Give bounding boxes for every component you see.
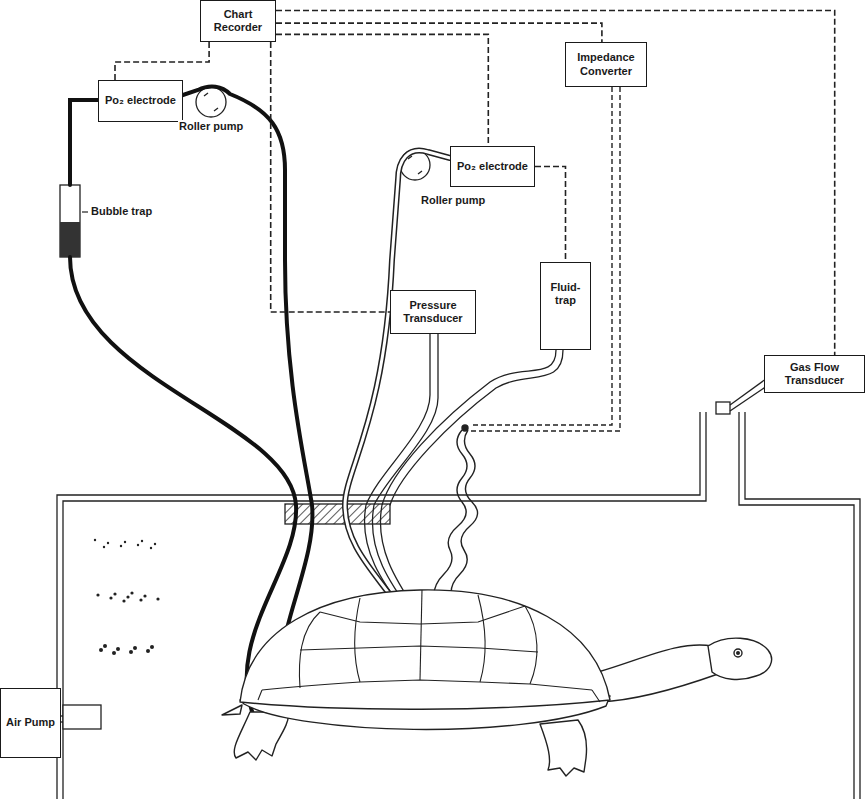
air-bubble — [96, 593, 99, 596]
turtle-shell — [240, 590, 610, 709]
air-bubble — [133, 646, 137, 650]
transducer-box: Gas Flow Transducer — [764, 355, 865, 393]
pump-box: Air Pump — [0, 688, 61, 758]
trap-box: Fluid-trap — [540, 262, 591, 350]
bubble-trap — [60, 185, 88, 257]
recorder-box: Chart Recorder — [200, 0, 276, 42]
node-label: Impedance Converter — [566, 51, 646, 77]
electrode-box: Po₂ electrode — [450, 146, 535, 187]
air-bubble — [150, 645, 154, 649]
turtle-front-leg — [540, 720, 587, 776]
air-bubble — [141, 540, 143, 542]
air-bubble — [112, 651, 116, 655]
signal-wire — [115, 42, 209, 80]
air-bubble — [137, 544, 139, 546]
turtle-hind-leg — [234, 712, 288, 760]
node-label: Pressure Transducer — [391, 299, 475, 325]
turtle-neck — [598, 645, 718, 702]
air-bubble — [107, 542, 109, 544]
converter-box: Impedance Converter — [565, 42, 647, 87]
air-bubble — [156, 597, 159, 600]
water-tank — [57, 412, 860, 799]
air-bubble — [124, 541, 126, 543]
signal-wire — [276, 34, 488, 146]
air-bubble — [122, 599, 125, 602]
part-label: Roller pump — [420, 194, 486, 207]
signal-wire — [535, 167, 566, 263]
node-label: Air Pump — [3, 716, 58, 729]
air-bubble — [116, 647, 120, 651]
node-label: Chart Recorder — [201, 8, 275, 34]
air-bubble — [99, 648, 103, 652]
transducer-box: Pressure Transducer — [390, 290, 476, 334]
air-bubble — [109, 596, 112, 599]
air-bubble — [126, 595, 129, 598]
node-label: Po₂ electrode — [454, 160, 531, 173]
air-bubble — [129, 650, 133, 654]
air-bubble — [120, 545, 122, 547]
turtle-head — [708, 638, 772, 679]
air-bubble — [103, 546, 105, 548]
blood-tube — [70, 87, 312, 722]
electrode-wire — [426, 87, 620, 626]
roller-pump — [196, 87, 430, 180]
node-label: Gas Flow Transducer — [765, 361, 864, 387]
part-label: Roller pump — [178, 120, 244, 133]
turtle — [222, 590, 772, 776]
air-bubble — [154, 543, 156, 545]
air-bubble — [130, 591, 133, 594]
signal-wire — [276, 23, 602, 42]
node-label: Fluid-trap — [541, 281, 590, 307]
air-stone — [55, 539, 160, 729]
air-bubble — [94, 539, 96, 541]
signal-wire — [271, 42, 390, 312]
air-bubble — [143, 594, 146, 597]
air-bubble — [113, 592, 116, 595]
turtle-tail — [222, 705, 242, 715]
electrode-box: Po₂ electrode — [98, 80, 183, 122]
air-bubble — [139, 598, 142, 601]
air-bubble — [103, 644, 107, 648]
catheter-tube — [345, 151, 563, 640]
air-bubble — [150, 547, 152, 549]
air-bubble — [146, 649, 150, 653]
node-label: Po₂ electrode — [102, 94, 179, 107]
part-label: Bubble trap — [90, 205, 153, 218]
flow-nozzle — [716, 376, 770, 414]
signal-wire — [276, 11, 835, 356]
